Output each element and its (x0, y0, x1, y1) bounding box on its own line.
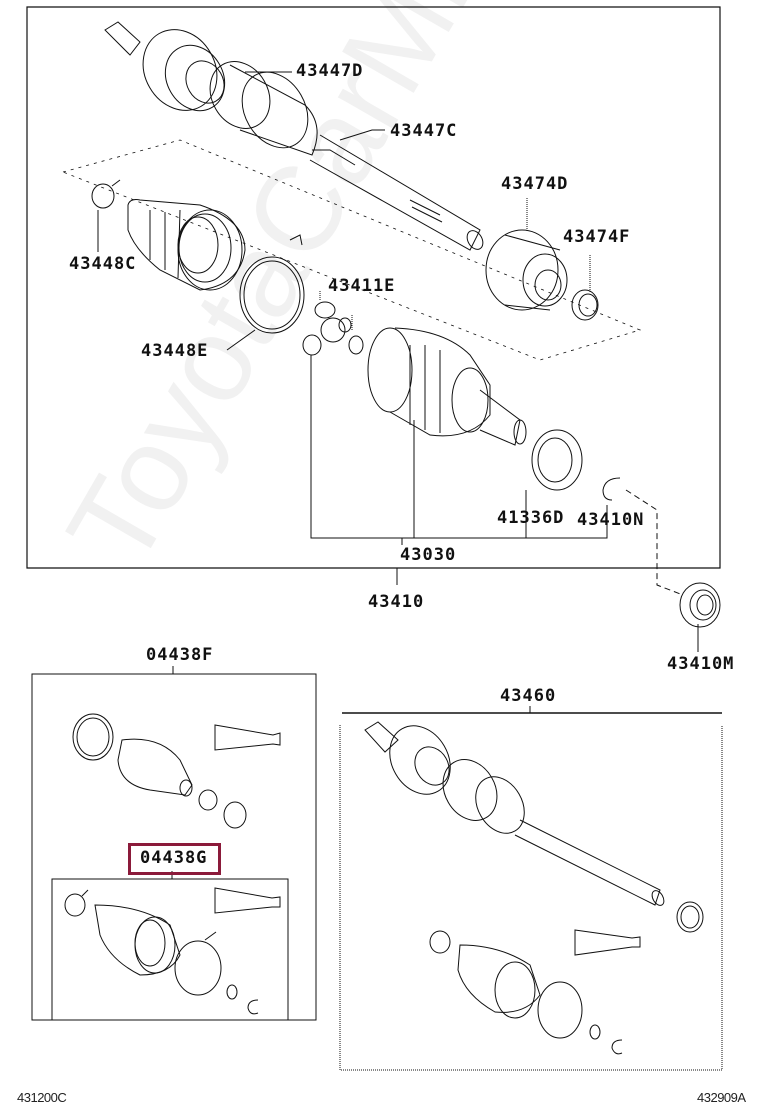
shaft-assembly-icon (364, 721, 704, 1055)
tripod-joint-icon (302, 301, 352, 356)
footer-ref-left: 431200C (17, 1090, 67, 1105)
part-label-43410N[interactable]: 43410N (577, 510, 645, 530)
part-label-43030[interactable]: 43030 (400, 545, 457, 565)
clamp-large-icon (239, 234, 305, 334)
oil-seal-icon (531, 429, 583, 491)
part-label-43411E[interactable]: 43411E (328, 276, 396, 296)
ring-43474F-icon (571, 289, 599, 321)
inner-joint-icon (367, 327, 527, 446)
boot-kit-inner-icon (64, 887, 281, 1015)
bearing-housing-icon (485, 229, 568, 311)
part-label-43447D[interactable]: 43447D (296, 61, 364, 81)
part-label-43448E[interactable]: 43448E (141, 341, 209, 361)
part-label-41336D[interactable]: 41336D (497, 508, 565, 528)
footer-ref-right: 432909A (697, 1090, 746, 1105)
part-label-43474D[interactable]: 43474D (501, 174, 569, 194)
part-label-43447C[interactable]: 43447C (390, 121, 458, 141)
part-label-43410[interactable]: 43410 (368, 592, 425, 612)
drive-shaft-top-icon (104, 21, 484, 251)
part-label-43448C[interactable]: 43448C (69, 254, 137, 274)
snap-ring-icon (348, 335, 364, 355)
clip-icon (602, 477, 621, 501)
part-label-43410M[interactable]: 43410M (667, 654, 735, 674)
highlight-box-04438G (128, 843, 221, 875)
part-label-43460[interactable]: 43460 (500, 686, 557, 706)
clamp-small-icon (91, 179, 121, 209)
part-label-04438G[interactable]: 04438G (140, 848, 208, 868)
part-label-43474F[interactable]: 43474F (563, 227, 631, 247)
outer-seal-icon (679, 582, 721, 628)
boot-kit-outer-icon (72, 713, 281, 829)
boot-icon (127, 199, 246, 291)
part-label-04438F[interactable]: 04438F (146, 645, 214, 665)
